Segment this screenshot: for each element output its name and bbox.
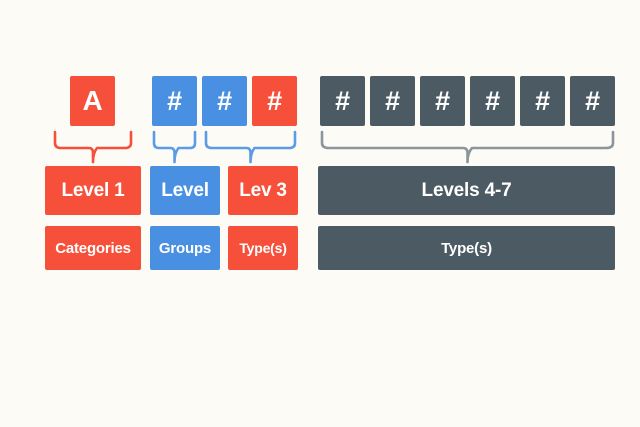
strip-types-levels-4-7: Type(s) <box>318 226 615 270</box>
strip-groups: Groups <box>150 226 220 270</box>
band-levels-4-7: Levels 4-7 <box>318 166 615 215</box>
tile-hash-4: # <box>320 76 365 126</box>
strip-types-level-3: Type(s) <box>228 226 298 270</box>
tile-hash-2: # <box>202 76 247 126</box>
brace-levels-4-7 <box>320 130 615 164</box>
tile-hash-5: # <box>370 76 415 126</box>
tile-hash-9: # <box>570 76 615 126</box>
tile-hash-6: # <box>420 76 465 126</box>
band-level-3: Lev 3 <box>228 166 298 215</box>
band-level-2: Level <box>150 166 220 215</box>
brace-level-1 <box>53 130 133 164</box>
tile-hash-7: # <box>470 76 515 126</box>
tile-hash-3: # <box>252 76 297 126</box>
tile-a: A <box>70 76 115 126</box>
brace-level-3 <box>204 130 297 164</box>
strip-categories: Categories <box>45 226 141 270</box>
brace-level-2 <box>152 130 197 164</box>
tile-hash-1: # <box>152 76 197 126</box>
band-level-1: Level 1 <box>45 166 141 215</box>
tile-hash-8: # <box>520 76 565 126</box>
